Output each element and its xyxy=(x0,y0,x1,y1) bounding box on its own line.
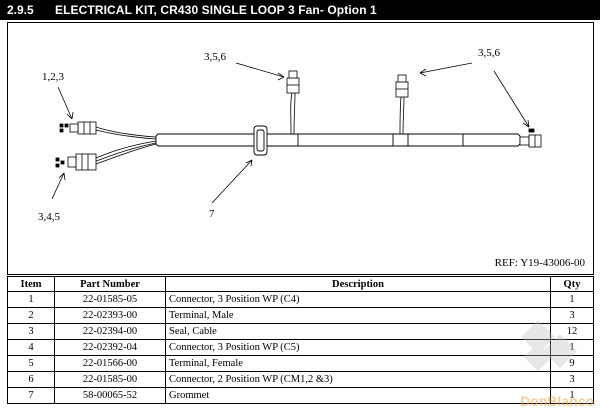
callout-3-5-6-right: 3,5,6 xyxy=(478,47,500,59)
table-header-row: Item Part Number Description Qty xyxy=(7,276,594,292)
cell-description: Grommet xyxy=(165,387,551,404)
header-qty: Qty xyxy=(550,276,594,292)
cell-description: Connector, 3 Position WP (C4) xyxy=(165,291,551,308)
cell-description: Terminal, Female xyxy=(165,355,551,372)
cell-item: 4 xyxy=(7,339,55,356)
grommet xyxy=(253,125,268,156)
cell-qty: 1 xyxy=(550,291,594,308)
cell-qty: 1 xyxy=(550,387,594,404)
header-item: Item xyxy=(7,276,55,292)
cell-part-number: 58-00065-52 xyxy=(54,387,166,404)
table-row: 3 22-02394-00 Seal, Cable 12 xyxy=(7,323,594,340)
table-row: 2 22-02393-00 Terminal, Male 3 xyxy=(7,307,594,324)
cell-part-number: 22-01585-00 xyxy=(54,371,166,388)
cell-part-number: 22-02394-00 xyxy=(54,323,166,340)
callout-3-4-5: 3,4,5 xyxy=(38,211,60,223)
cable-trunk xyxy=(155,133,521,147)
section-number: 2.9.5 xyxy=(7,3,34,17)
header-description: Description xyxy=(165,276,551,292)
table-row: 5 22-01566-00 Terminal, Female 9 xyxy=(7,355,594,372)
connector-top-left xyxy=(59,121,97,135)
cell-description: Seal, Cable xyxy=(165,323,551,340)
reference-number: REF: Y19-43006-00 xyxy=(494,257,585,269)
table-row: 4 22-02392-04 Connector, 3 Position WP (… xyxy=(7,339,594,356)
left-breakout-wires xyxy=(95,126,157,165)
connector-bottom-left xyxy=(55,153,97,171)
callout-1-2-3: 1,2,3 xyxy=(42,71,64,83)
table-row: 7 58-00065-52 Grommet 1 xyxy=(7,387,594,404)
cell-description: Terminal, Male xyxy=(165,307,551,324)
cell-part-number: 22-01585-05 xyxy=(54,291,166,308)
cell-part-number: 22-02393-00 xyxy=(54,307,166,324)
cell-description: Connector, 2 Position WP (CM1,2 &3) xyxy=(165,371,551,388)
parts-table: Item Part Number Description Qty 1 22-01… xyxy=(7,276,594,404)
cell-item: 6 xyxy=(7,371,55,388)
callout-7: 7 xyxy=(209,208,215,220)
wiring-diagram: 1,2,3 3,4,5 3,5,6 3,5,6 7 REF: Y19-43006… xyxy=(7,22,594,275)
cell-item: 7 xyxy=(7,387,55,404)
harness-drawing xyxy=(51,62,542,204)
cell-item: 5 xyxy=(7,355,55,372)
header-part-number: Part Number xyxy=(54,276,166,292)
connector-right-drop xyxy=(395,74,409,135)
table-row: 1 22-01585-05 Connector, 3 Position WP (… xyxy=(7,291,594,308)
section-header: 2.9.5 ELECTRICAL KIT, CR430 SINGLE LOOP … xyxy=(0,0,600,20)
cell-item: 2 xyxy=(7,307,55,324)
section-title: ELECTRICAL KIT, CR430 SINGLE LOOP 3 Fan-… xyxy=(55,3,377,17)
connector-end xyxy=(519,128,542,148)
connector-mid-drop xyxy=(286,70,300,135)
table-row: 6 22-01585-00 Connector, 2 Position WP (… xyxy=(7,371,594,388)
cell-item: 3 xyxy=(7,323,55,340)
cell-part-number: 22-01566-00 xyxy=(54,355,166,372)
callout-leaders xyxy=(51,62,530,204)
cell-part-number: 22-02392-04 xyxy=(54,339,166,356)
watermark-logo-icon xyxy=(521,320,577,372)
callout-3-5-6-mid: 3,5,6 xyxy=(204,51,226,63)
cell-item: 1 xyxy=(7,291,55,308)
cell-qty: 1 xyxy=(550,339,594,356)
cell-description: Connector, 3 Position WP (C5) xyxy=(165,339,551,356)
watermark-text: DonBlanco xyxy=(520,393,594,409)
